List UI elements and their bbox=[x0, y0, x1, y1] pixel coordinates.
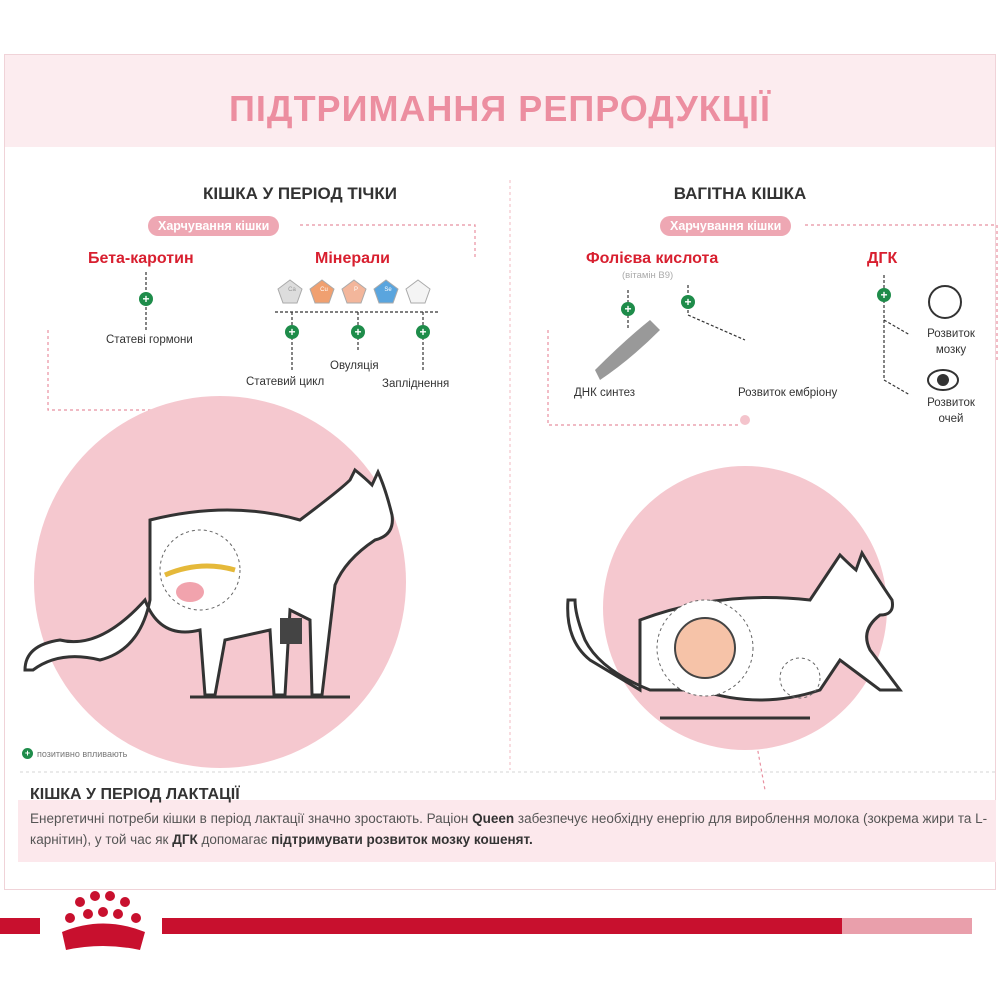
lactation-title: КІШКА У ПЕРІОД ЛАКТАЦІЇ bbox=[30, 786, 240, 803]
effect-eye-development: Розвиток очей bbox=[927, 397, 975, 425]
legend-text: позитивно впливають bbox=[37, 748, 128, 759]
royal-canin-logo bbox=[0, 891, 972, 950]
dna-icon bbox=[595, 320, 660, 380]
positive-plus-icon: + bbox=[285, 325, 299, 339]
effect-sex-hormones: Статеві гормони bbox=[106, 334, 193, 346]
mineral-se: Se bbox=[384, 287, 392, 293]
legend: + позитивно впливають bbox=[22, 748, 127, 759]
folic-acid-label: Фолієва кислота bbox=[586, 250, 719, 267]
lactation-text: Енергетичні потреби кішки в період лакта… bbox=[30, 811, 988, 847]
positive-plus-icon: + bbox=[681, 295, 695, 309]
mineral-pentagons bbox=[277, 279, 431, 304]
effect-sex-cycle: Статевий цикл bbox=[246, 376, 325, 388]
mineral-p: P bbox=[353, 287, 358, 293]
effect-ovulation: Овуляція bbox=[330, 360, 379, 372]
positive-plus-icon: + bbox=[877, 288, 891, 302]
pregnant-heading: ВАГІТНА КІШКА bbox=[673, 184, 807, 203]
mineral-ca: Ca bbox=[288, 287, 296, 293]
positive-plus-icon: + bbox=[351, 325, 365, 339]
connector-left-bottom bbox=[47, 330, 222, 411]
nutrition-pill-left: Харчування кішки bbox=[148, 216, 280, 236]
beta-carotene-label: Бета-каротин bbox=[88, 250, 194, 267]
positive-plus-icon: + bbox=[22, 748, 33, 759]
nutrition-pill-right: Харчування кішки bbox=[660, 216, 792, 236]
positive-plus-icon: + bbox=[139, 292, 153, 306]
effect-dna-synthesis: ДНК синтез bbox=[574, 387, 636, 399]
dha-label: ДГК bbox=[867, 250, 898, 267]
mineral-cu: Cu bbox=[320, 287, 328, 293]
connector-right-bottom bbox=[547, 330, 740, 426]
effect-fertilization: Запліднення bbox=[382, 378, 450, 390]
connector-right-pill bbox=[805, 224, 998, 360]
connector-left-pill bbox=[300, 224, 476, 260]
effect-embryo-development: Розвиток ембріону bbox=[738, 387, 838, 399]
positive-plus-icon: + bbox=[416, 325, 430, 339]
page-title: ПІДТРИМАННЯ РЕПРОДУКЦІЇ bbox=[229, 88, 771, 129]
brain-icon bbox=[928, 285, 962, 319]
folic-acid-sub: (вітамін В9) bbox=[622, 270, 674, 281]
minerals-label: Мінерали bbox=[315, 250, 391, 267]
estrus-heading: КІШКА У ПЕРІОД ТІЧКИ bbox=[203, 184, 397, 203]
mineral-symbols: Ca Cu P Se bbox=[276, 287, 436, 293]
effect-brain-development: Розвиток мозку bbox=[927, 328, 975, 356]
title-band bbox=[5, 55, 995, 147]
positive-plus-icon: + bbox=[621, 302, 635, 316]
lactation-box bbox=[18, 800, 996, 862]
